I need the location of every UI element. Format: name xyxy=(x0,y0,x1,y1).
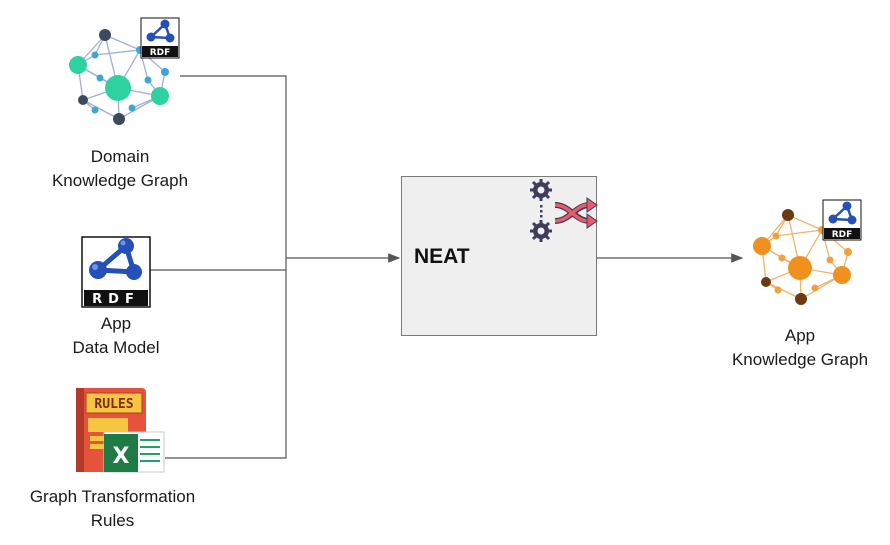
data-model-label-line2: Data Model xyxy=(72,338,160,357)
connector-rules xyxy=(165,258,287,459)
rules-label: Graph Transformation Rules xyxy=(0,485,225,533)
connector-domain xyxy=(180,75,287,258)
data-model-label-line1: App xyxy=(100,314,132,333)
neat-title: NEAT xyxy=(414,245,470,268)
app-kg-label-line2: Knowledge Graph xyxy=(731,350,869,369)
rdf-badge-output: RDF xyxy=(822,199,862,241)
data-model-label: App Data Model xyxy=(16,312,216,360)
svg-text:X: X xyxy=(113,444,130,469)
svg-text:RDF: RDF xyxy=(832,230,853,240)
rules-label-line2: Rules xyxy=(90,511,135,530)
domain-kg-label-line1: Domain xyxy=(90,147,150,166)
rdf-badge-small: RDF xyxy=(140,17,180,59)
svg-text:RULES: RULES xyxy=(94,397,133,412)
svg-text:RDF: RDF xyxy=(150,48,171,58)
rules-label-line1: Graph Transformation xyxy=(29,487,196,506)
app-kg-label: App Knowledge Graph xyxy=(712,324,888,372)
domain-kg-label: Domain Knowledge Graph xyxy=(20,145,220,193)
domain-kg-label-line2: Knowledge Graph xyxy=(51,171,189,190)
neat-process-box: NEAT xyxy=(401,176,597,336)
svg-text:RDF: RDF xyxy=(92,292,140,307)
app-kg-label-line1: App xyxy=(784,326,816,345)
